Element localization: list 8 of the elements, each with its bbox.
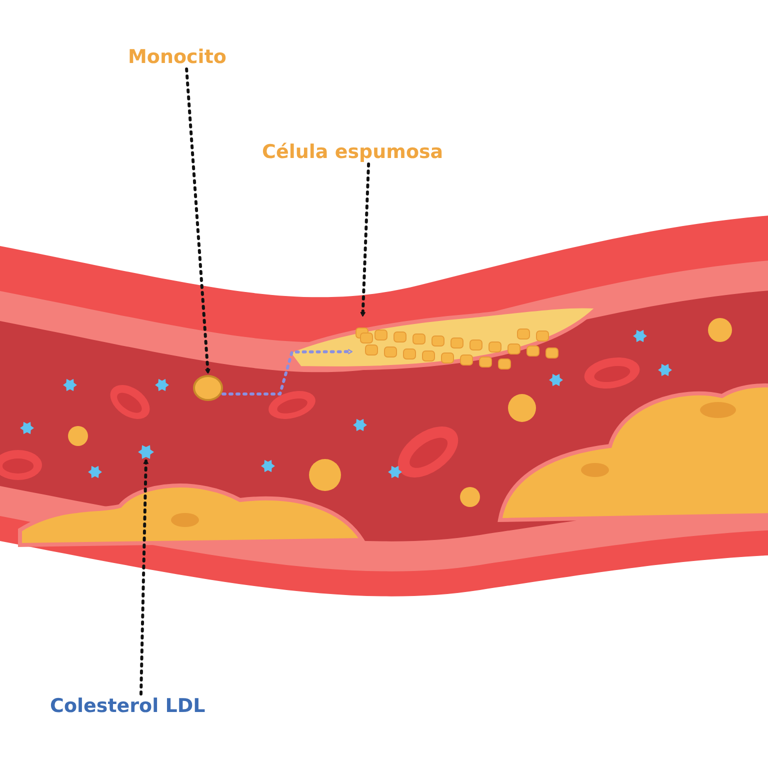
leader-line [360,162,370,318]
callout-label: Colesterol LDL [50,694,206,718]
callout-label: Monocito [128,45,226,69]
callout-label: Célula espumosa [262,140,444,164]
arrow [222,349,354,396]
leader-line [140,458,148,696]
leader-line [185,68,210,374]
ldl-particle [138,444,154,460]
